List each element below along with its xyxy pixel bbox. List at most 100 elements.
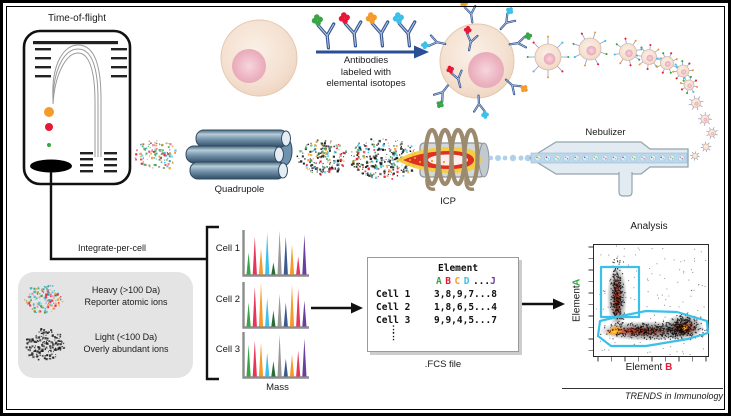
integrate-per-cell-label: Integrate-per-cell xyxy=(77,243,147,253)
tof-electrode-grid xyxy=(35,48,127,78)
fcs-letter-c: C xyxy=(454,275,461,287)
quadrupole-rods xyxy=(185,129,293,180)
antibody-icon xyxy=(463,26,479,52)
fcs-header: Element xyxy=(438,263,479,274)
spectra-to-fcs-arrow xyxy=(311,302,363,314)
heavy-ion-dot xyxy=(44,107,54,117)
antibody-caption: Antibodies labeled with elemental isotop… xyxy=(304,55,428,90)
integrate-connector-line xyxy=(49,172,206,261)
droplet xyxy=(656,52,678,74)
tof-title: Time-of-flight xyxy=(48,13,106,24)
droplet xyxy=(635,43,663,71)
legend-light-label: Light (<100 Da) Overly abundant ions xyxy=(64,331,188,355)
fcs-letter-d: D xyxy=(463,275,470,287)
heavy-ions-cloud-icon xyxy=(24,284,64,314)
droplet xyxy=(700,141,712,153)
mass-spectrum-peaks-cell1 xyxy=(246,230,307,275)
fcs-file-label: .FCS file xyxy=(424,359,462,370)
antibody-icon xyxy=(499,7,517,31)
droplet xyxy=(690,151,700,161)
cells-bracket xyxy=(205,225,219,381)
tof-chamber xyxy=(22,29,132,186)
icp-label: ICP xyxy=(440,196,456,207)
x-axis-label-text: Element xyxy=(625,362,666,373)
fcs-letter-b: B xyxy=(445,275,451,287)
antibody-icon xyxy=(432,84,449,108)
nebulizer-channel xyxy=(530,152,688,164)
droplet-stream xyxy=(488,154,532,162)
y-axis-label: Element A xyxy=(570,244,584,357)
nebulizer-label: Nebulizer xyxy=(585,127,626,138)
spray-droplets xyxy=(526,31,718,161)
y-axis-label-letter: A xyxy=(571,278,583,286)
antibody-icon xyxy=(504,78,528,96)
antibody-icon xyxy=(508,32,533,49)
antibody-icon xyxy=(392,12,417,48)
analysis-title: Analysis xyxy=(630,221,668,232)
fcs-letter-dots: ... xyxy=(472,275,491,287)
fcs-letter-j: J xyxy=(490,275,496,287)
antibody-row xyxy=(311,12,417,50)
mass-spectrum-panels xyxy=(242,230,309,379)
antibody-icon xyxy=(365,12,390,48)
legend-heavy-line1: Heavy (>100 Da) xyxy=(91,285,161,295)
scatter-points xyxy=(596,245,708,356)
antibody-icon xyxy=(338,12,363,48)
tof-top-plate xyxy=(33,41,118,45)
antibody-icon xyxy=(460,0,477,24)
legend-light-line1: Light (<100 Da) xyxy=(94,332,158,342)
nebulizer-stem xyxy=(618,172,633,197)
x-axis-label-letter: B xyxy=(665,362,673,373)
antibody-icon xyxy=(446,65,463,89)
labeled-cell-nucleus xyxy=(468,52,504,88)
detector xyxy=(30,159,72,173)
footer-divider xyxy=(562,388,723,389)
mass-spectrum-peaks-cell2 xyxy=(246,282,307,327)
mass-axis-label: Mass xyxy=(266,382,289,393)
antibody-icon xyxy=(421,34,447,50)
cell xyxy=(220,19,298,97)
light-ion-dot xyxy=(47,143,51,147)
spectrum-label-cell3: Cell 3 xyxy=(215,344,240,355)
tof-reflector-grid xyxy=(80,152,117,173)
droplet xyxy=(698,112,712,126)
droplet xyxy=(526,35,570,79)
antibody-caption-line2: labeled with xyxy=(340,66,392,78)
antibody-caption-line3: elemental isotopes xyxy=(326,78,406,89)
legend-heavy-label: Heavy (>100 Da) Reporter atomic ions xyxy=(64,284,188,308)
fcs-to-analysis-arrow xyxy=(522,298,565,310)
ion-cloud-after-quadrupole xyxy=(296,139,347,176)
droplet xyxy=(613,37,643,67)
labeled-cell xyxy=(439,23,515,99)
x-axis-label: Element B xyxy=(595,362,703,374)
icp-torch xyxy=(396,127,490,191)
legend-heavy-line2: Reporter atomic ions xyxy=(84,297,168,307)
medium-ion-dot xyxy=(45,123,53,131)
labeling-arrow xyxy=(316,45,429,59)
ion-trajectory-arcs xyxy=(52,44,102,157)
mass-spectrum-peaks-cell3 xyxy=(246,334,307,377)
density-plot xyxy=(588,244,710,362)
nebulizer-body xyxy=(528,141,689,197)
spectrum-label-cell2: Cell 2 xyxy=(215,294,240,305)
light-ions-cloud-icon xyxy=(25,328,66,361)
bound-antibodies xyxy=(421,0,533,119)
antibody-icon xyxy=(472,94,489,119)
droplet xyxy=(672,60,694,82)
icp-coil xyxy=(423,127,480,191)
antibody-icon xyxy=(311,14,336,50)
journal-credit: TRENDS in Immunology xyxy=(624,391,723,401)
fcs-letter-a: A xyxy=(436,275,442,287)
y-axis-label-text: Element xyxy=(571,285,583,323)
spectrum-label-cell1: Cell 1 xyxy=(215,243,240,254)
antibody-caption-line1: Antibodies xyxy=(343,55,389,66)
droplet xyxy=(572,31,608,67)
droplet xyxy=(688,95,704,111)
droplet xyxy=(706,127,718,139)
